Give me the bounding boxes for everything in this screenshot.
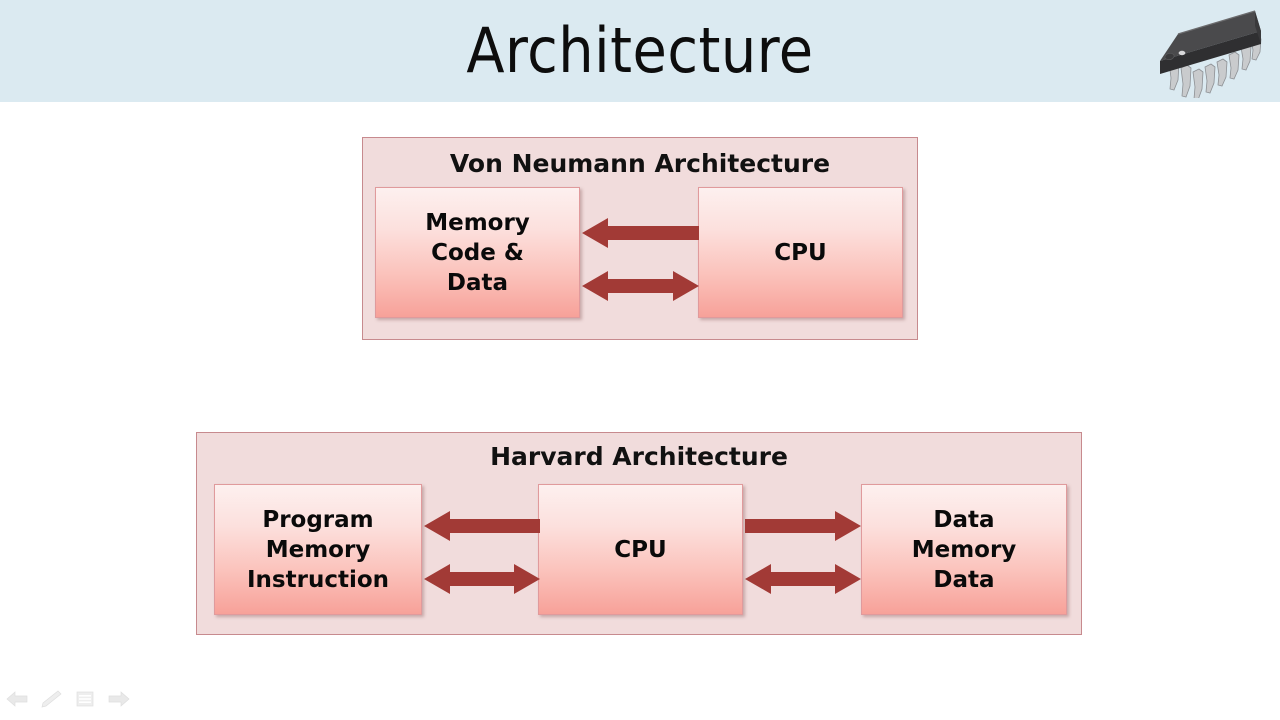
von-neumann-cpu-label: CPU xyxy=(774,239,827,266)
von-neumann-cpu-box: CPU xyxy=(698,187,903,318)
harvard-program-memory-box: Program Memory Instruction xyxy=(214,484,422,615)
von-neumann-diagram-panel: Von Neumann Architecture Memory Code & D… xyxy=(362,137,918,340)
von-neumann-memory-label: Memory Code & Data xyxy=(425,209,530,296)
harvard-arrow-progmem-cpu-bidirectional xyxy=(424,562,540,596)
harvard-arrow-cpu-datamem-bidirectional xyxy=(745,562,861,596)
menu-icon xyxy=(74,690,96,712)
slide-header-band xyxy=(0,0,1280,102)
harvard-title: Harvard Architecture xyxy=(490,442,788,471)
von-neumann-title: Von Neumann Architecture xyxy=(449,149,831,178)
harvard-data-memory-label: Data Memory Data xyxy=(911,506,1017,593)
pen-icon xyxy=(40,690,62,712)
harvard-cpu-box: CPU xyxy=(538,484,743,615)
dip-ic-chip-icon xyxy=(1148,6,1266,101)
von-neumann-arrow-memory-from-cpu xyxy=(582,216,699,250)
von-neumann-arrow-memory-cpu-bidirectional xyxy=(582,269,699,303)
pen-tool-button[interactable] xyxy=(40,690,62,712)
harvard-cpu-label: CPU xyxy=(614,536,667,563)
page-title: Architecture xyxy=(466,14,814,87)
slide-navigation-toolbar xyxy=(6,688,130,714)
harvard-arrow-cpu-to-datamem xyxy=(745,509,861,543)
previous-slide-button[interactable] xyxy=(6,691,28,711)
arrow-left-icon xyxy=(6,690,28,712)
slide-menu-button[interactable] xyxy=(74,691,96,711)
harvard-data-memory-box: Data Memory Data xyxy=(861,484,1067,615)
next-slide-button[interactable] xyxy=(108,691,130,711)
harvard-diagram-panel: Harvard Architecture Program Memory Inst… xyxy=(196,432,1082,635)
von-neumann-memory-box: Memory Code & Data xyxy=(375,187,580,318)
harvard-arrow-progmem-from-cpu xyxy=(424,509,540,543)
harvard-program-memory-label: Program Memory Instruction xyxy=(246,506,390,593)
arrow-right-icon xyxy=(108,690,130,712)
